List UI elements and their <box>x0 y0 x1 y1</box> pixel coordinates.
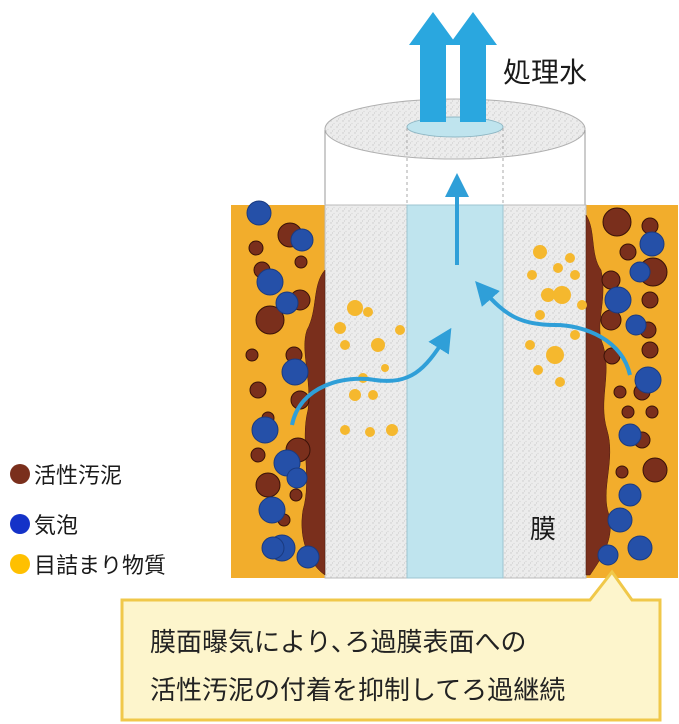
sludge-dot-icon <box>10 464 30 484</box>
clog-particle <box>334 322 346 334</box>
sludge-particle <box>615 465 629 479</box>
clog-particle <box>553 286 571 304</box>
legend-bubble: 気泡 <box>10 508 78 540</box>
clog-particle <box>541 288 555 302</box>
legend-sludge-label: 活性汚泥 <box>34 464 123 489</box>
permeate-channel <box>406 204 504 579</box>
sludge-particle <box>255 472 281 498</box>
clog-particle <box>565 253 575 263</box>
callout-line-1: 膜面曝気により､ろ過膜表面への <box>150 628 527 658</box>
air-bubble <box>275 291 299 315</box>
clog-particle <box>381 364 389 372</box>
sludge-particle <box>613 385 627 399</box>
clog-particle <box>533 245 547 259</box>
clog-particle <box>570 270 580 280</box>
sludge-particle <box>601 270 621 290</box>
air-bubble <box>607 507 633 533</box>
membrane-label: 膜 <box>530 515 556 545</box>
air-bubble <box>625 314 647 336</box>
clog-particle <box>368 390 378 400</box>
air-bubble <box>627 535 653 561</box>
sludge-particle <box>641 217 659 235</box>
sludge-particle <box>645 405 659 419</box>
air-bubble <box>618 423 642 447</box>
legend-clog-label: 目詰まり物質 <box>34 554 167 579</box>
clog-particle <box>340 425 350 435</box>
clog-particle <box>555 377 565 387</box>
sludge-particle <box>641 341 659 359</box>
sludge-particle <box>619 243 637 261</box>
air-bubble <box>290 228 314 252</box>
air-bubble <box>286 467 308 489</box>
clog-particle <box>570 330 580 340</box>
air-bubble <box>296 545 320 569</box>
clog-particle <box>340 340 350 350</box>
legend-sludge: 活性汚泥 <box>10 458 122 490</box>
sludge-particle <box>245 348 259 362</box>
sludge-particle <box>250 447 266 463</box>
clog-particle <box>533 365 543 375</box>
sludge-particle <box>289 488 303 502</box>
clog-particle <box>525 340 535 350</box>
clog-particle <box>553 263 563 273</box>
clog-particle <box>395 325 405 335</box>
air-bubble <box>281 358 309 386</box>
sludge-particle <box>642 457 668 483</box>
air-bubble <box>618 483 642 507</box>
clog-particle <box>347 300 363 316</box>
air-bubble <box>256 268 284 296</box>
sludge-particle <box>602 207 632 237</box>
sludge-cake-right <box>585 214 611 576</box>
air-bubble <box>246 200 272 226</box>
bubble-dot-icon <box>10 514 30 534</box>
flow-arrow-right <box>475 280 632 376</box>
clog-dot-icon <box>10 554 30 574</box>
clog-particle <box>546 346 564 364</box>
sludge-particle <box>621 405 635 419</box>
legend-bubble-label: 気泡 <box>34 514 79 539</box>
sludge-particle <box>248 240 264 256</box>
clog-particle <box>386 424 398 436</box>
clog-particle <box>349 389 361 401</box>
sludge-particle <box>294 255 308 269</box>
callout-line-2: 活性汚泥の付着を抑制してろ過継続 <box>150 676 566 706</box>
callout <box>120 569 662 722</box>
air-bubble <box>629 261 651 283</box>
sludge-particle <box>641 291 659 309</box>
clog-particle <box>527 270 537 280</box>
air-bubble <box>634 366 662 394</box>
membrane-left <box>324 204 408 579</box>
air-bubble <box>258 496 286 524</box>
air-bubble <box>604 286 632 314</box>
clog-particle <box>363 307 373 317</box>
air-bubble <box>597 544 619 566</box>
clog-particle <box>365 427 375 437</box>
treated-water-arrows <box>409 12 497 122</box>
legend-clog: 目詰まり物質 <box>10 548 166 580</box>
treated-water-label: 処理水 <box>503 56 587 89</box>
air-bubble <box>261 536 285 560</box>
sludge-particle <box>249 381 267 399</box>
air-bubble <box>251 416 279 444</box>
sludge-cake-left <box>301 269 326 576</box>
membrane-right <box>502 204 587 579</box>
air-bubble <box>639 231 665 257</box>
sludge-particle <box>255 305 285 335</box>
flow-arrow-left <box>290 327 452 426</box>
clog-particle <box>535 310 545 320</box>
clog-particle <box>577 300 587 310</box>
clog-particle <box>371 338 385 352</box>
